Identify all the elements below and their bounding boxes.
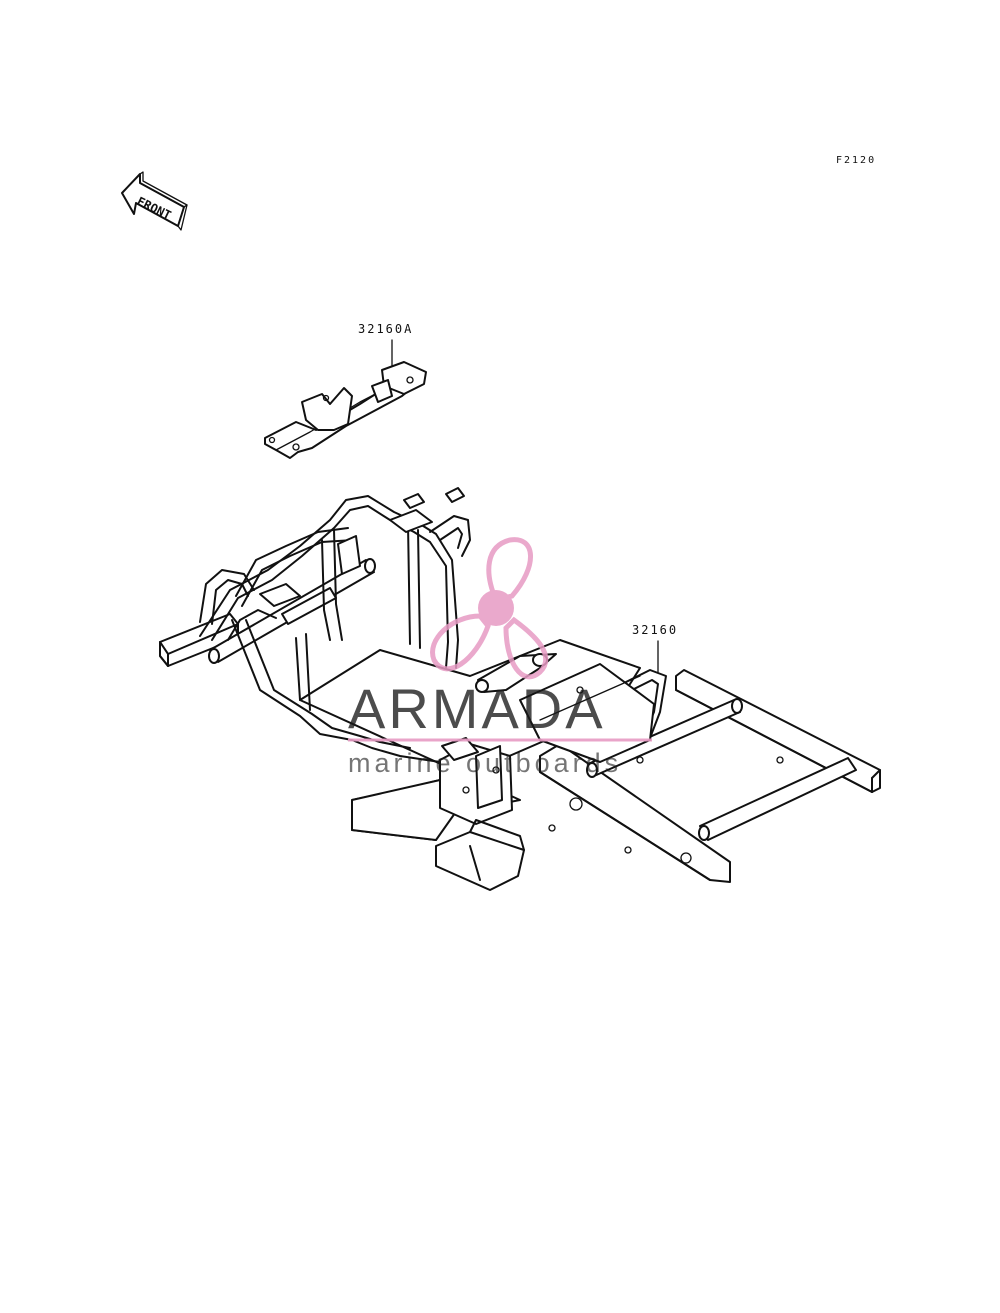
- part-number-32160: 32160: [632, 623, 678, 637]
- figure-code: F2120: [836, 155, 877, 166]
- watermark-tagline: marine outboards: [348, 748, 622, 778]
- callout-32160: 32160: [632, 623, 678, 673]
- part-number-32160A: 32160A: [358, 322, 413, 336]
- watermark-brand: ARMADA: [348, 677, 606, 740]
- sub-frame-bracket: [264, 361, 427, 459]
- propeller-icon: [430, 537, 549, 680]
- watermark: ARMADA marine outboards: [348, 537, 652, 778]
- front-arrow-icon: FRONT: [121, 171, 188, 231]
